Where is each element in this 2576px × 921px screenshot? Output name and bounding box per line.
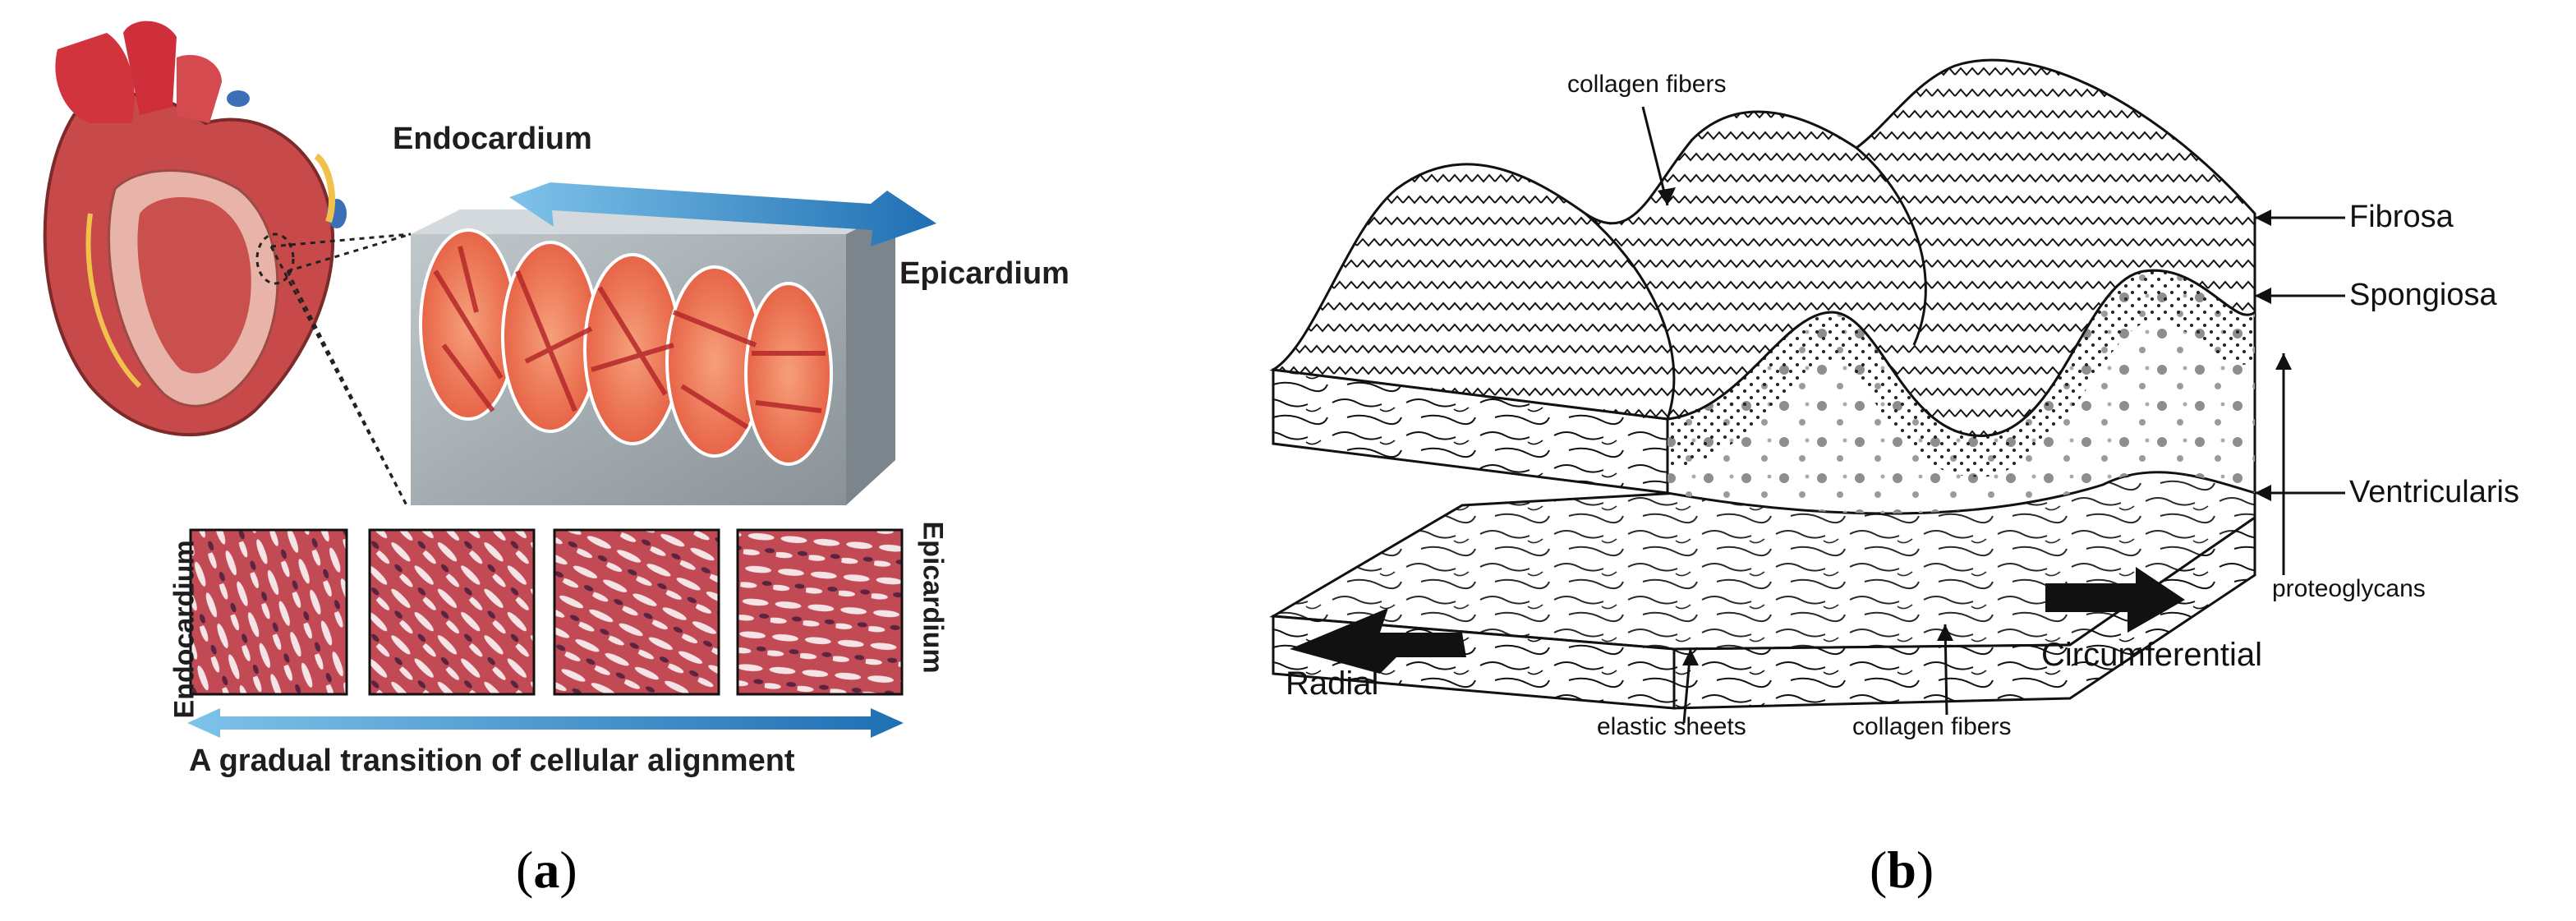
- label-epicardium-right: Epicardium: [899, 256, 1070, 291]
- panel-a: [43, 21, 936, 738]
- tissue-square-1: [189, 528, 348, 696]
- projection-lines: [255, 233, 412, 506]
- label-proteoglycans: proteoglycans: [2272, 575, 2426, 602]
- radial-arrow: [1290, 608, 1466, 674]
- ventricularis-layer: [1269, 458, 2256, 710]
- double-arrow-top: [509, 182, 936, 246]
- label-radial: Radial: [1286, 665, 1379, 702]
- label-gradual-transition: A gradual transition of cellular alignme…: [189, 744, 795, 778]
- caption-a-letter: a: [533, 840, 560, 899]
- tissue-square-3: [553, 528, 720, 696]
- tissue-square-2: [368, 528, 536, 696]
- fiber-discs: [419, 228, 833, 466]
- label-endocardium-top: Endocardium: [393, 122, 592, 156]
- label-epicardium-vertical: Epicardium: [917, 521, 949, 674]
- panel-b: [1269, 58, 2345, 724]
- caption-b-letter: b: [1887, 840, 1916, 899]
- tissue-square-4: [736, 528, 904, 696]
- heart-illustration: [43, 21, 347, 437]
- leader-arrowheads: [1658, 187, 2292, 665]
- caption-a: (a): [516, 840, 577, 899]
- tissue-panels: [189, 528, 904, 696]
- label-spongiosa: Spongiosa: [2349, 278, 2497, 312]
- label-collagen-fibers-bottom: collagen fibers: [1852, 713, 2012, 740]
- label-circumferential: Circumferential: [2041, 637, 2262, 673]
- label-endocardium-vertical: Endocardium: [168, 540, 200, 719]
- spongiosa-layer: [1272, 269, 2256, 515]
- label-collagen-fibers-top: collagen fibers: [1567, 71, 1727, 98]
- label-elastic-sheets: elastic sheets: [1597, 713, 1746, 740]
- label-ventricularis: Ventricularis: [2349, 475, 2519, 509]
- caption-b: (b): [1870, 840, 1934, 899]
- double-arrow-bottom: [187, 708, 904, 738]
- circumferential-arrow: [2045, 567, 2185, 633]
- fibrosa-layer: [1269, 58, 2256, 437]
- label-fibrosa: Fibrosa: [2349, 200, 2454, 234]
- fiber-block: [411, 210, 895, 505]
